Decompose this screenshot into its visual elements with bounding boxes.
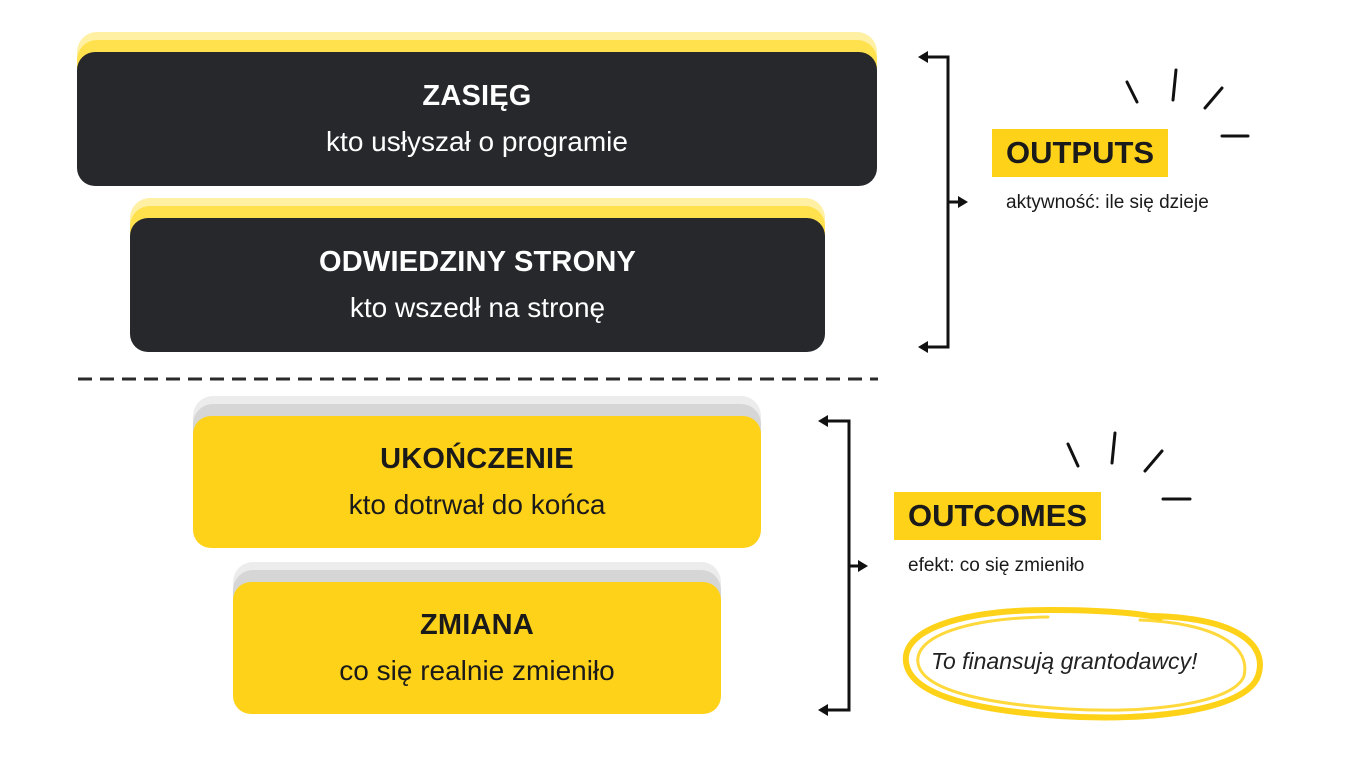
block-ukonczenie: UKOŃCZENIE kto dotrwał do końca — [193, 416, 761, 548]
block-title: ZASIĘG — [422, 80, 532, 112]
outcomes-spark-icon — [1066, 431, 1192, 501]
outcomes-description: efekt: co się zmieniło — [908, 555, 1085, 576]
block-zasieg: ZASIĘG kto usłyszał o programie — [77, 52, 877, 186]
funders-note: To finansują grantodawcy! — [931, 648, 1198, 674]
outputs-bracket-arrowheads — [918, 51, 968, 353]
outputs-bracket — [926, 55, 962, 349]
block-title: UKOŃCZENIE — [380, 443, 574, 475]
note-highlight-ellipse — [902, 606, 1263, 721]
block-title: ODWIEDZINY STRONY — [318, 246, 637, 278]
block-subtitle: kto wszedł na stronę — [349, 292, 606, 323]
block-zmiana: ZMIANA co się realnie zmieniło — [233, 582, 721, 714]
block-title: ZMIANA — [420, 609, 534, 641]
block-subtitle: kto dotrwał do końca — [348, 489, 606, 520]
outputs-spark-icon — [1125, 68, 1250, 138]
outputs-description: aktywność: ile się dzieje — [1006, 192, 1209, 213]
outcomes-bracket — [826, 419, 862, 712]
outcomes-bracket-arrowheads — [818, 415, 868, 716]
block-subtitle: co się realnie zmieniło — [339, 655, 615, 686]
outcomes-label: OUTCOMES — [894, 492, 1102, 540]
outputs-label: OUTPUTS — [992, 129, 1169, 177]
block-subtitle: kto usłyszał o programie — [326, 126, 628, 157]
block-odwiedziny-strony: ODWIEDZINY STRONY kto wszedł na stronę — [130, 218, 825, 352]
